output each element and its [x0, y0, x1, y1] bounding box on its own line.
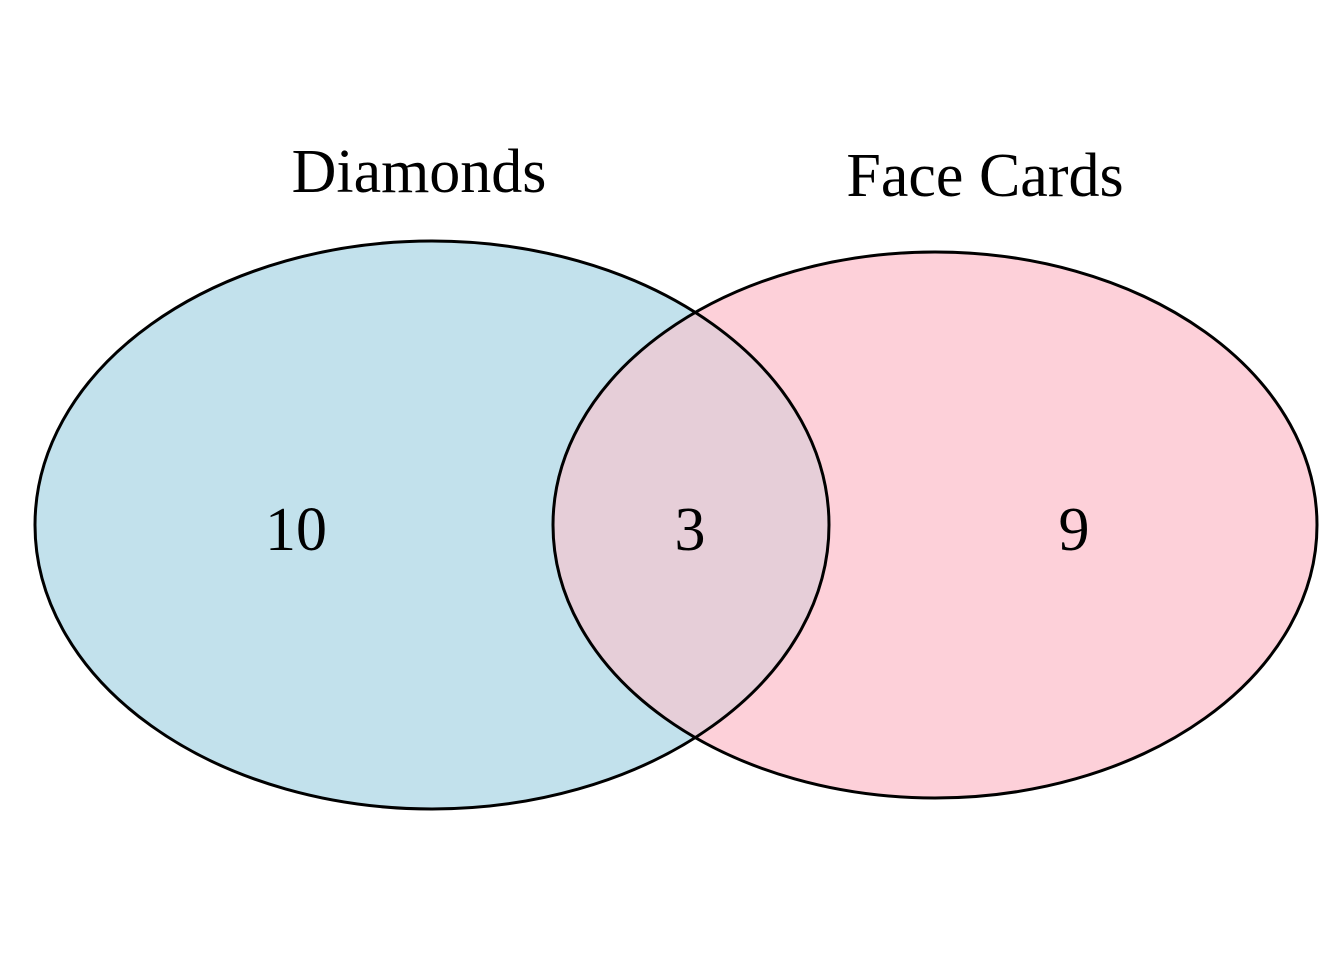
diamonds-set-outline [33, 239, 831, 811]
intersection-count: 3 [675, 496, 706, 564]
intersection-region [553, 252, 829, 798]
face-cards-only-count: 9 [1059, 496, 1090, 564]
face-cards-set-outline [551, 250, 1319, 800]
diamonds-only-count: 10 [265, 496, 327, 564]
diamonds-label: Diamonds [292, 138, 547, 206]
face-cards-label: Face Cards [846, 142, 1123, 210]
